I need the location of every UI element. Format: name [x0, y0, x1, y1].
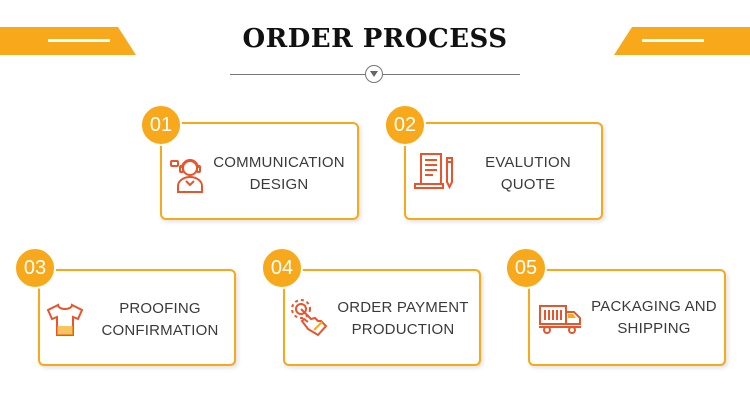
- step-title-01: COMMUNICATION: [213, 154, 345, 171]
- support-agent-icon: [170, 155, 208, 200]
- step-text-01: COMMUNICATION DESIGN: [205, 152, 353, 196]
- step-badge-02: 02: [384, 104, 426, 146]
- step-card-03: [38, 269, 236, 366]
- delivery-truck-icon: [538, 303, 582, 340]
- chevron-down-icon: [365, 65, 383, 83]
- step-subtitle-03: CONFIRMATION: [101, 322, 219, 339]
- step-card-04: [283, 269, 481, 366]
- tshirt-icon: [45, 302, 85, 343]
- step-card-01: [160, 122, 359, 220]
- step-title-02: EVALUTION: [485, 154, 571, 171]
- step-subtitle-05: SHIPPING: [617, 320, 691, 337]
- page-title: ORDER PROCESS: [242, 24, 508, 54]
- step-text-03: PROOFING CONFIRMATION: [92, 298, 228, 342]
- step-subtitle-02: QUOTE: [500, 176, 556, 193]
- step-card-02: [404, 122, 603, 220]
- document-pencil-icon: [413, 152, 457, 195]
- step-badge-01: 01: [140, 104, 182, 146]
- step-badge-05: 05: [505, 247, 547, 289]
- step-text-04: ORDER PAYMENT PRODUCTION: [334, 297, 472, 341]
- step-badge-03: 03: [14, 247, 56, 289]
- step-badge-04: 04: [261, 247, 303, 289]
- hand-tap-icon: [290, 298, 332, 343]
- step-text-05: PACKAGING AND SHIPPING: [585, 296, 723, 340]
- step-subtitle-01: DESIGN: [249, 176, 309, 193]
- step-title-05: PACKAGING AND: [591, 298, 717, 315]
- step-text-02: EVALUTION QUOTE: [460, 152, 596, 196]
- step-title-03: PROOFING: [119, 300, 201, 317]
- banner-right-decoration: [614, 27, 750, 55]
- step-title-04: ORDER PAYMENT: [337, 299, 469, 316]
- banner-left-decoration: [0, 27, 136, 55]
- step-subtitle-04: PRODUCTION: [351, 321, 455, 338]
